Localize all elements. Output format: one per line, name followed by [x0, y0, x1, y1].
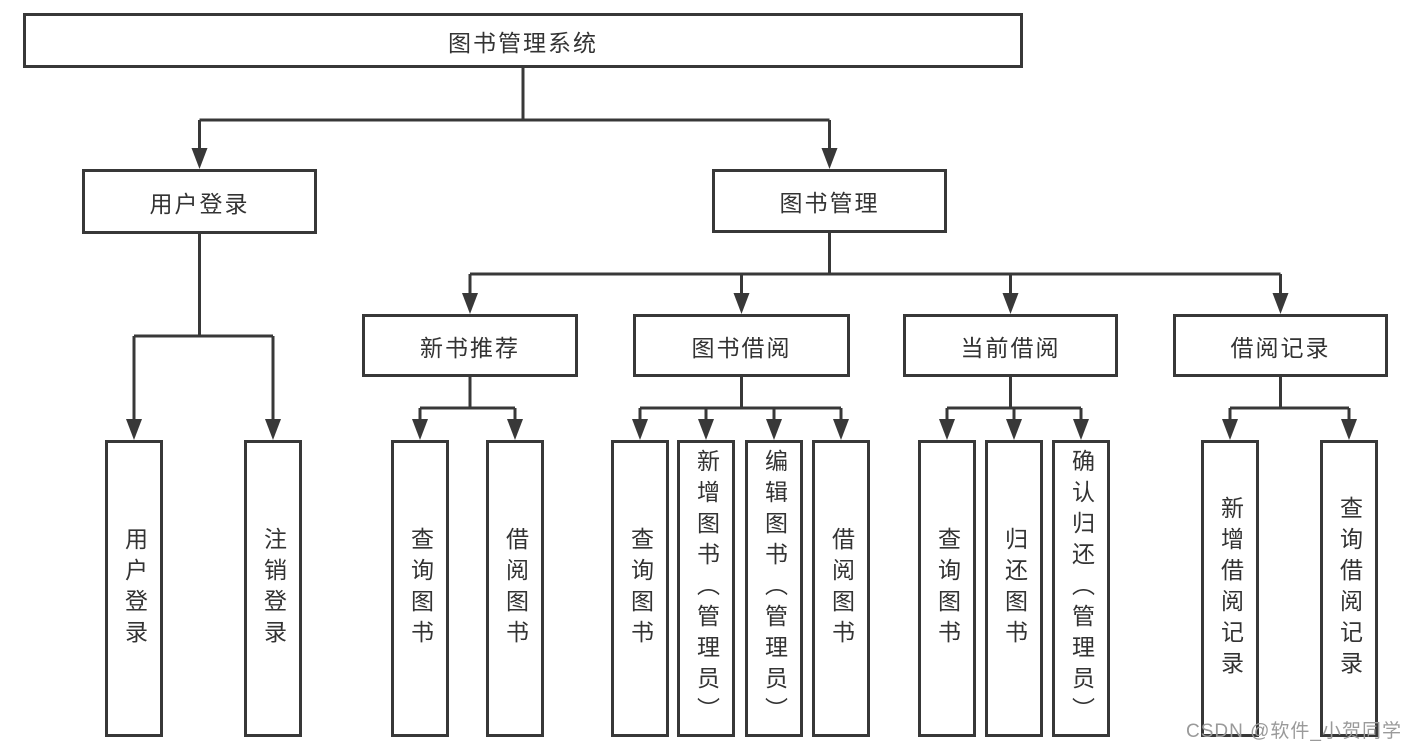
node-box-user-login: 用户登录 [82, 169, 317, 234]
leaf-label: 查询图书 [627, 526, 654, 651]
leaf-label: 借阅图书 [828, 526, 855, 651]
leaf-box-add-books-admin: 新增图书（管理员） [677, 440, 735, 737]
leaf-box-add-borrow-record: 新增借阅记录 [1201, 440, 1259, 737]
node-label: 图书借阅 [691, 334, 792, 361]
leaf-label: 用户登录 [121, 526, 148, 651]
leaf-box-return-books: 归还图书 [985, 440, 1043, 737]
node-label: 用户登录 [149, 190, 250, 217]
arrowhead [265, 419, 281, 440]
leaf-label: 新增借阅记录 [1217, 495, 1244, 682]
csdn-watermark: CSDN @软件_小贺同学 [1186, 721, 1402, 742]
arrowhead [1272, 293, 1289, 314]
leaf-box-query-borrow-record: 查询借阅记录 [1320, 440, 1378, 737]
node-label: 图书管理系统 [448, 29, 598, 56]
arrowhead [462, 293, 478, 314]
arrowhead [1006, 419, 1022, 440]
leaf-box-query-books-borrowing: 查询图书 [611, 440, 669, 737]
leaf-box-confirm-return-admin: 确认归还（管理员） [1052, 440, 1110, 737]
arrowhead [1073, 419, 1089, 440]
node-box-current-borrowing: 当前借阅 [903, 314, 1118, 377]
arrowhead [412, 419, 428, 440]
leaf-label: 查询图书 [407, 526, 434, 651]
leaf-label: 注销登录 [260, 526, 287, 651]
node-label: 当前借阅 [960, 334, 1061, 361]
arrowhead [126, 419, 142, 440]
node-label: 新书推荐 [420, 334, 520, 361]
node-box-library-management-system: 图书管理系统 [23, 13, 1023, 68]
node-box-borrowing-records: 借阅记录 [1173, 314, 1388, 377]
leaf-label: 查询图书 [934, 526, 961, 651]
leaf-label: 编辑图书（管理员） [761, 449, 788, 728]
leaf-box-logout: 注销登录 [244, 440, 302, 737]
node-box-book-borrowing: 图书借阅 [633, 314, 850, 377]
arrowhead [1222, 419, 1238, 440]
leaf-label: 归还图书 [1001, 526, 1028, 651]
leaf-label: 确认归还（管理员） [1068, 449, 1095, 728]
leaf-box-query-books-recommend: 查询图书 [391, 440, 449, 737]
leaf-label: 借阅图书 [502, 526, 529, 651]
node-label: 图书管理 [779, 190, 880, 216]
arrowhead [939, 419, 955, 440]
leaf-label: 查询借阅记录 [1336, 495, 1363, 682]
leaf-box-edit-books-admin: 编辑图书（管理员） [745, 440, 803, 737]
node-box-new-book-recommend: 新书推荐 [362, 314, 578, 377]
node-label: 借阅记录 [1230, 334, 1331, 361]
leaf-box-borrow-books-recommend: 借阅图书 [486, 440, 544, 737]
arrowhead [1002, 293, 1019, 314]
arrowhead [507, 419, 523, 440]
leaf-box-user-login: 用户登录 [105, 440, 163, 737]
node-box-book-management: 图书管理 [712, 169, 947, 233]
leaf-box-query-books-current: 查询图书 [918, 440, 976, 737]
arrowhead [1341, 419, 1357, 440]
leaf-label: 新增图书（管理员） [693, 449, 720, 728]
arrowhead [632, 419, 648, 440]
arrowhead [766, 419, 782, 440]
arrowhead [833, 419, 849, 440]
arrowhead [191, 148, 208, 169]
arrowhead [698, 419, 714, 440]
arrowhead [821, 148, 838, 169]
leaf-box-borrow-books: 借阅图书 [812, 440, 870, 737]
arrowhead [733, 293, 750, 314]
